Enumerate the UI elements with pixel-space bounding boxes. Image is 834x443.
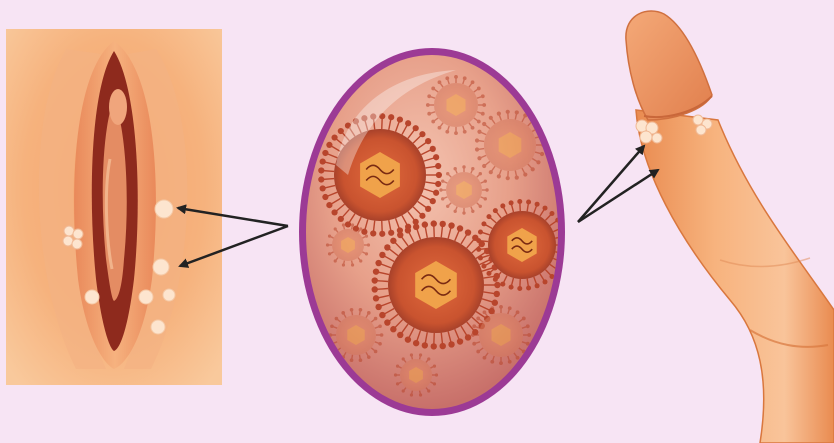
virus-particle — [439, 165, 488, 214]
lesion — [155, 200, 173, 218]
lesion — [151, 320, 165, 334]
lesion — [153, 259, 169, 275]
penile-lesions-illustration — [600, 0, 834, 443]
clitoral-hood — [109, 89, 127, 125]
lesion — [85, 290, 99, 304]
lesion — [139, 290, 153, 304]
glans — [626, 11, 712, 120]
magnified-virus-circle — [296, 45, 568, 419]
vulvar-lesions-illustration — [6, 29, 222, 385]
shaft — [636, 110, 834, 443]
lesion — [163, 289, 175, 301]
